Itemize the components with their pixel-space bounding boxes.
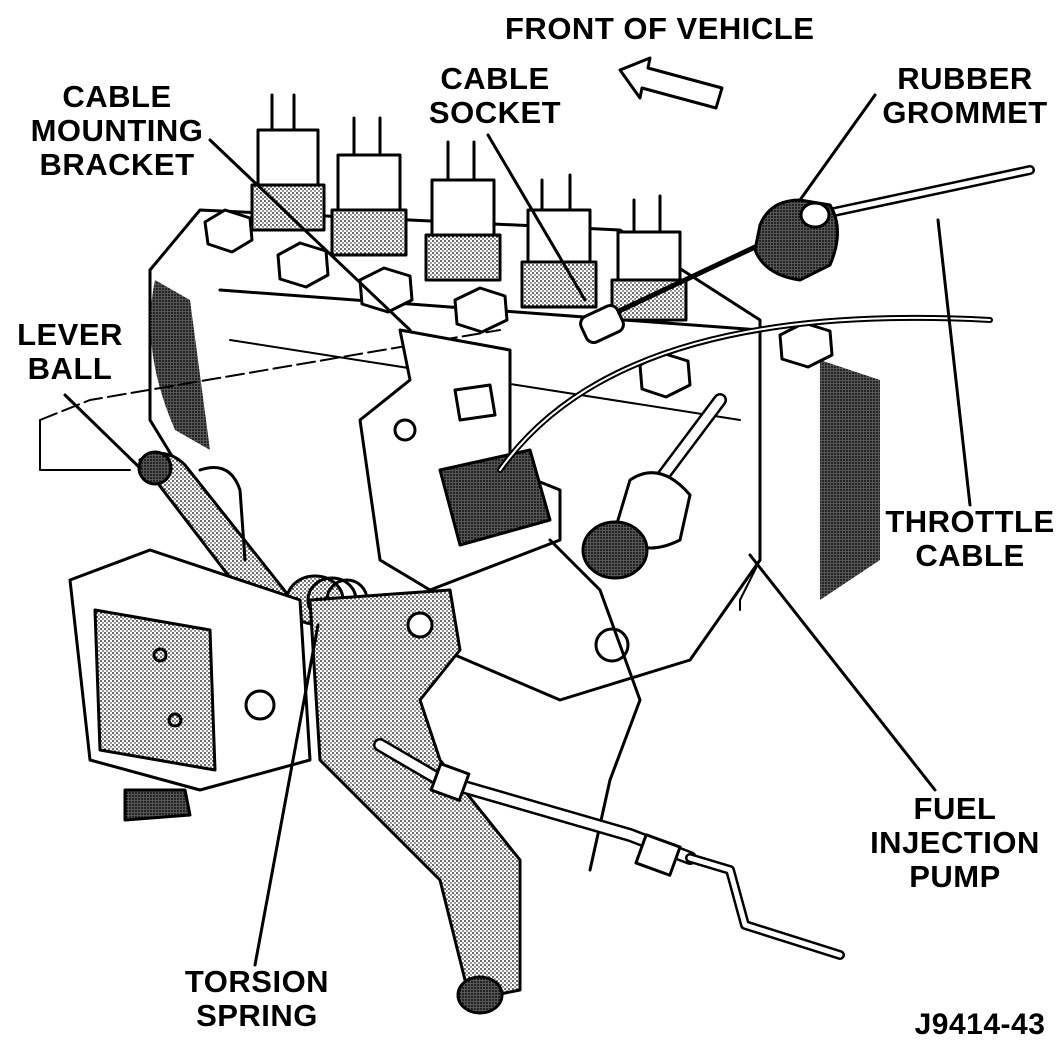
label-lever-ball: LEVER BALL xyxy=(10,318,130,386)
label-line: LEVER xyxy=(17,317,123,352)
governor-housing xyxy=(68,548,312,822)
label-line: CABLE xyxy=(915,538,1025,573)
label-line: THROTTLE xyxy=(885,504,1055,539)
mounting-leg xyxy=(308,538,642,1015)
leader-lines xyxy=(63,93,972,967)
throttle-cable xyxy=(497,165,1035,473)
label-line: SOCKET xyxy=(428,95,562,130)
linkage-rod xyxy=(373,738,845,960)
label-rubber-grommet: RUBBER GROMMET xyxy=(870,62,1060,130)
figure-id: J9414-43 xyxy=(914,1008,1046,1041)
label-line: MOUNTING xyxy=(30,113,204,148)
label-line: RUBBER xyxy=(897,61,1033,96)
label-throttle-cable: THROTTLE CABLE xyxy=(880,505,1060,573)
label-cable-mounting-bracket: CABLE MOUNTING BRACKET xyxy=(12,80,222,182)
label-line: FUEL xyxy=(913,791,997,826)
label-line: GROMMET xyxy=(882,95,1048,130)
label-line: BALL xyxy=(27,351,113,386)
label-front-of-vehicle: FRONT OF VEHICLE xyxy=(505,11,815,46)
label-line: SPRING xyxy=(196,998,318,1033)
fuel-line-fitting xyxy=(581,393,727,580)
rubber-grommet xyxy=(753,198,839,282)
label-line: INJECTION xyxy=(870,825,1040,860)
label-cable-socket: CABLE SOCKET xyxy=(420,62,570,130)
label-torsion-spring: TORSION SPRING xyxy=(172,965,342,1033)
label-line: PUMP xyxy=(909,859,1001,894)
label-line: TORSION xyxy=(184,964,330,999)
label-fuel-injection-pump: FUEL INJECTION PUMP xyxy=(860,792,1050,894)
cable-mounting-bracket xyxy=(358,328,562,592)
label-line: CABLE xyxy=(62,79,172,114)
label-line: BRACKET xyxy=(39,147,195,182)
label-line: CABLE xyxy=(440,61,550,96)
front-arrow-icon xyxy=(618,56,724,110)
